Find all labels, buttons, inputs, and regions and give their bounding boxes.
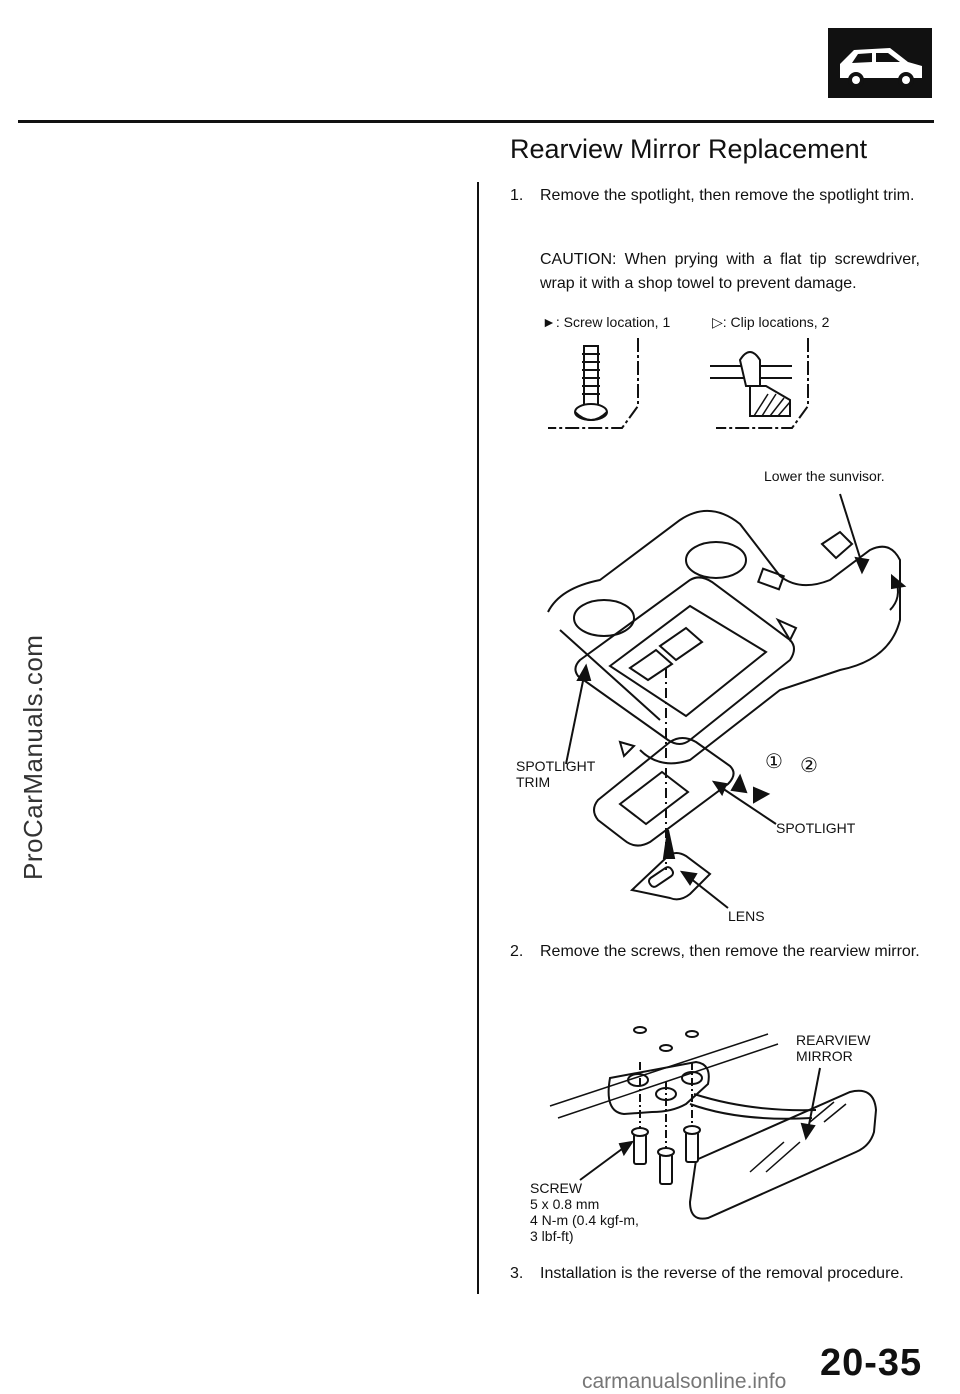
column-rule bbox=[477, 182, 479, 1294]
label-lens: LENS bbox=[728, 908, 765, 924]
spotlight-diagram bbox=[547, 493, 907, 909]
label-screw: SCREW 5 x 0.8 mm 4 N-m (0.4 kgf-m, 3 lbf… bbox=[530, 1180, 639, 1244]
step-number: 3. bbox=[510, 1265, 524, 1282]
caution-note: CAUTION: When prying with a flat tip scr… bbox=[540, 251, 920, 292]
label-rearview-mirror-line2: MIRROR bbox=[796, 1048, 853, 1064]
footer-watermark: carmanualsonline.info bbox=[582, 1370, 787, 1393]
label-rearview-mirror-line1: REARVIEW bbox=[796, 1032, 871, 1048]
label-screw-torque-2: 3 lbf-ft) bbox=[530, 1228, 574, 1244]
step-text: Installation is the reverse of the remov… bbox=[540, 1265, 904, 1282]
page-title: Rearview Mirror Replacement bbox=[510, 134, 868, 164]
step-1: 1. Remove the spotlight, then remove the… bbox=[510, 184, 920, 208]
callout-2: ② bbox=[800, 755, 818, 777]
label-screw-name: SCREW bbox=[530, 1180, 583, 1196]
step-3: 3. Installation is the reverse of the re… bbox=[510, 1262, 930, 1286]
screw-icon bbox=[548, 338, 639, 429]
page-number: 20-35 bbox=[820, 1342, 923, 1384]
mirror-diagram bbox=[549, 1026, 878, 1220]
label-screw-size: 5 x 0.8 mm bbox=[530, 1196, 600, 1212]
side-watermark: ProCarManuals.com bbox=[18, 634, 48, 880]
legend-clip-text: Clip locations, 2 bbox=[730, 314, 830, 330]
label-sunvisor: Lower the sunvisor. bbox=[764, 468, 885, 484]
label-spotlight-trim-line2: TRIM bbox=[516, 774, 551, 790]
step-text: Remove the spotlight, then remove the sp… bbox=[540, 187, 915, 204]
legend-screw: ►: Screw location, 1 bbox=[542, 314, 670, 330]
car-icon bbox=[828, 28, 932, 98]
legend-screw-text: Screw location, 1 bbox=[563, 314, 671, 330]
step-number: 1. bbox=[510, 187, 524, 204]
header-rule bbox=[18, 120, 934, 123]
clip-icon bbox=[710, 338, 809, 429]
label-rearview-mirror: REARVIEW MIRROR bbox=[796, 1032, 870, 1064]
legend-clip: ▷: Clip locations, 2 bbox=[712, 314, 829, 331]
step-number: 2. bbox=[510, 943, 524, 960]
label-screw-torque-1: 4 N-m (0.4 kgf-m, bbox=[530, 1212, 639, 1228]
label-spotlight-trim: SPOTLIGHT TRIM bbox=[516, 758, 595, 790]
step-2: 2. Remove the screws, then remove the re… bbox=[510, 940, 920, 964]
label-spotlight-trim-line1: SPOTLIGHT bbox=[516, 758, 596, 774]
step-text: Remove the screws, then remove the rearv… bbox=[540, 943, 920, 960]
callout-1: ① bbox=[765, 751, 783, 773]
hollow-triangle-icon: ▷: bbox=[712, 314, 727, 330]
solid-triangle-icon: ►: bbox=[542, 314, 560, 330]
label-spotlight: SPOTLIGHT bbox=[776, 820, 856, 836]
